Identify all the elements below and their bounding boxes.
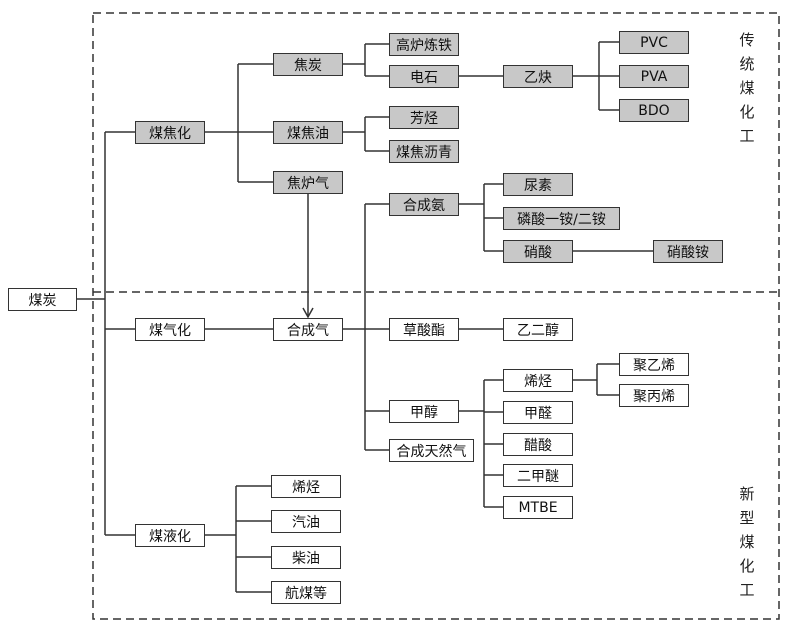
node-coke-oven-gas: 焦炉气 <box>273 171 343 194</box>
node-coking: 煤焦化 <box>135 121 205 144</box>
node-oxalate: 草酸酯 <box>389 318 459 341</box>
node-sng: 合成天然气 <box>389 439 474 462</box>
node-coal: 煤炭 <box>8 288 77 311</box>
node-formaldehyde: 甲醛 <box>503 401 573 424</box>
label-char: 新 <box>739 485 755 503</box>
node-ammonia: 合成氨 <box>389 193 459 216</box>
node-dme: 二甲醚 <box>503 464 573 487</box>
node-polyethylene: 聚乙烯 <box>619 353 689 376</box>
region-label-new: 新 型 煤 化 工 <box>737 482 757 602</box>
node-ethylene-glycol: 乙二醇 <box>503 318 573 341</box>
label-char: 工 <box>739 127 755 145</box>
node-ammonium-phosphate: 磷酸一铵/二铵 <box>503 207 620 230</box>
node-mtbe: MTBE <box>503 496 573 519</box>
node-urea: 尿素 <box>503 173 573 196</box>
node-gasification: 煤气化 <box>135 318 205 341</box>
node-pvc: PVC <box>619 31 689 54</box>
node-diesel: 柴油 <box>271 546 341 569</box>
label-char: 工 <box>739 581 755 599</box>
node-methanol: 甲醇 <box>389 400 459 423</box>
node-calcium-carbide: 电石 <box>389 65 459 88</box>
node-olefins-mto: 烯烃 <box>503 369 573 392</box>
node-coal-tar-pitch: 煤焦沥青 <box>389 140 459 163</box>
region-border <box>92 12 780 620</box>
node-coke: 焦炭 <box>273 53 343 76</box>
label-char: 煤 <box>739 533 755 551</box>
label-char: 化 <box>739 103 755 121</box>
node-ammonium-nitrate: 硝酸铵 <box>653 240 723 263</box>
node-olefins-ctl: 烯烃 <box>271 475 341 498</box>
node-acetic-acid: 醋酸 <box>503 433 573 456</box>
region-label-traditional: 传 统 煤 化 工 <box>737 28 757 148</box>
node-acetylene: 乙炔 <box>503 65 573 88</box>
node-bdo: BDO <box>619 99 689 122</box>
node-coal-tar: 煤焦油 <box>273 121 343 144</box>
node-gasoline: 汽油 <box>271 510 341 533</box>
node-blast-furnace-iron: 高炉炼铁 <box>389 33 459 56</box>
node-aromatics: 芳烃 <box>389 106 459 129</box>
label-char: 统 <box>739 55 755 73</box>
connector <box>302 307 314 319</box>
node-pva: PVA <box>619 65 689 88</box>
label-char: 化 <box>739 557 755 575</box>
node-polypropylene: 聚丙烯 <box>619 384 689 407</box>
node-nitric-acid: 硝酸 <box>503 240 573 263</box>
node-liquefaction: 煤液化 <box>135 524 205 547</box>
label-char: 煤 <box>739 79 755 97</box>
node-syngas: 合成气 <box>273 318 343 341</box>
node-jet-fuel: 航煤等 <box>271 581 341 604</box>
label-char: 型 <box>739 509 755 527</box>
label-char: 传 <box>739 31 755 49</box>
